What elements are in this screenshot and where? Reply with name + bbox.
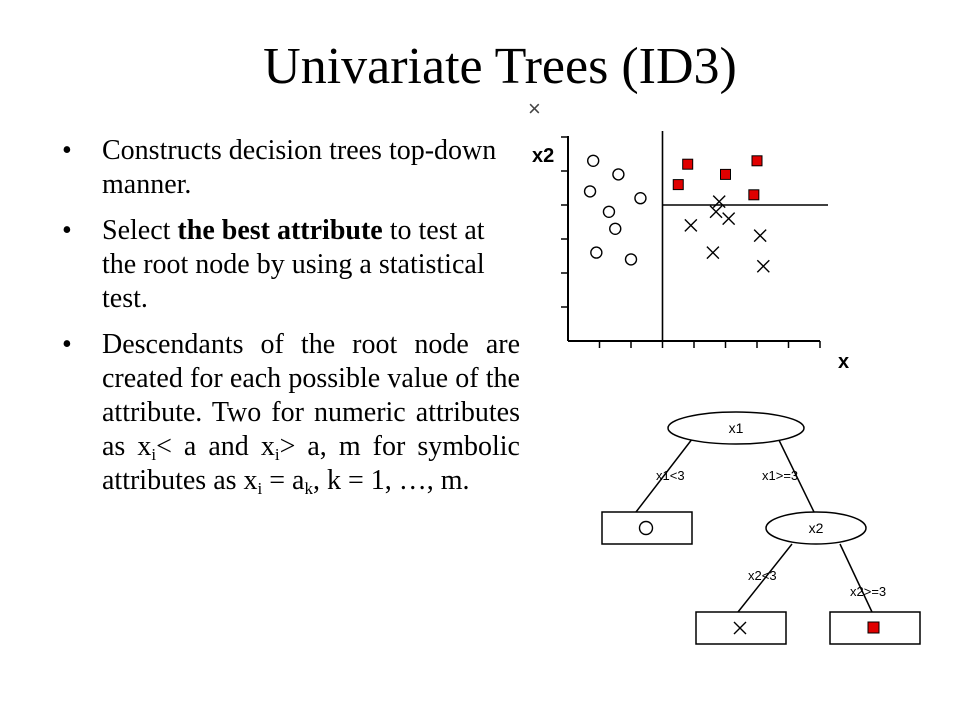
tree-leaf-circle	[601, 511, 693, 545]
axis-ticks	[561, 136, 821, 348]
circle-point	[634, 191, 647, 205]
leaf-square-icon	[867, 621, 880, 634]
bullet-text: = a	[262, 465, 305, 496]
bullet-text: < a and x	[156, 431, 275, 462]
bullet-text: to test at the root node by using a stat…	[102, 215, 485, 314]
circle-point	[609, 222, 622, 236]
tree-node-x2	[765, 511, 867, 545]
x-point	[753, 229, 767, 243]
square-point	[751, 155, 763, 167]
subscript: i	[151, 445, 157, 464]
edge-label: x1>=3	[762, 468, 798, 483]
tree-edge	[839, 543, 873, 613]
square-point	[720, 168, 731, 180]
circle-point	[624, 253, 638, 266]
bullet-text: Constructs decision trees top-down manne…	[102, 135, 497, 200]
tree-edge	[635, 433, 697, 513]
bullet-item: • Constructs decision trees top-down man…	[62, 134, 520, 202]
x-point	[684, 218, 698, 232]
bullet-text: Select	[102, 215, 178, 246]
top-x-marker: ×	[528, 96, 541, 121]
tree-node-root	[667, 411, 805, 445]
tree-edge	[775, 433, 815, 513]
circle-point	[586, 154, 600, 168]
circle-point	[612, 168, 625, 181]
bullet-list: • Constructs decision trees top-down man…	[62, 134, 520, 510]
bullet-text: , k = 1, …, m.	[312, 465, 470, 496]
y-axis-label: x2	[532, 145, 554, 167]
square-point	[748, 189, 760, 201]
decision-tree-diagram: x1<3 x1>=3 x2<3 x2>=3 x1 x2	[601, 411, 921, 645]
tree-node-label: x2	[809, 520, 824, 536]
x-point	[722, 212, 736, 226]
bullet-item: • Descendants of the root node are creat…	[62, 328, 520, 498]
bullet-item: • Select the best attribute to test at t…	[62, 214, 520, 316]
x-axis-label: x1	[838, 351, 850, 373]
bullet-text: > a, m for symbolic attributes as x	[102, 431, 520, 496]
x-point	[706, 246, 720, 260]
tree-edge	[737, 543, 793, 613]
scatter-plot: × x2 x1	[528, 96, 850, 373]
tree-leaf-x	[695, 611, 787, 645]
subscript: k	[304, 479, 313, 498]
square-point	[682, 158, 694, 170]
circle-point	[583, 185, 597, 198]
subscript: i	[274, 445, 280, 464]
square-point	[672, 179, 684, 191]
bullet-text: Descendants of the root node are created…	[102, 329, 520, 462]
leaf-x-icon	[733, 621, 747, 635]
edge-label: x1<3	[656, 468, 685, 483]
bullet-marker: •	[62, 215, 72, 246]
bullet-marker: •	[62, 329, 72, 360]
x-point	[709, 205, 723, 219]
subscript: i	[257, 479, 263, 498]
bullet-bold-text: the best attribute	[177, 215, 383, 246]
bullet-marker: •	[62, 135, 72, 166]
x-point	[712, 195, 726, 209]
data-points	[583, 154, 770, 273]
slide-title: Univariate Trees (ID3)	[263, 38, 737, 95]
circle-point	[590, 246, 603, 259]
tree-node-label: x1	[729, 420, 744, 436]
split-lines	[661, 131, 828, 341]
leaf-circle-icon	[638, 520, 654, 536]
edge-label: x2<3	[748, 568, 777, 583]
edge-label: x2>=3	[850, 584, 886, 599]
x-point	[756, 259, 770, 273]
circle-point	[602, 205, 616, 219]
